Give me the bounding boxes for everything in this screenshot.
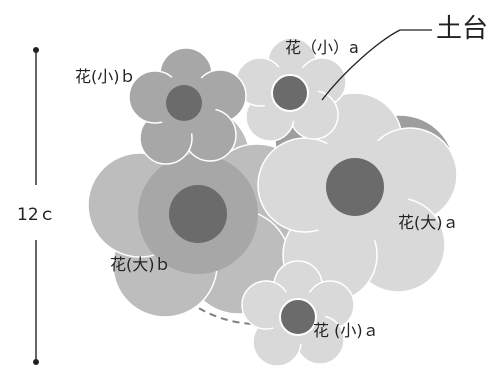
flower-small-a-bottom-center — [279, 298, 317, 336]
flower-small-a-top-center — [271, 74, 309, 112]
flower-small-b — [128, 47, 247, 165]
size-indicator — [33, 47, 39, 365]
flower-large-a — [257, 92, 458, 303]
size-label: 12ｃ — [17, 205, 56, 225]
flower-small-b-center — [166, 85, 202, 121]
label-large-b: 花(大)ｂ — [110, 255, 171, 274]
flower-small-a-bottom — [241, 260, 355, 367]
flower-large-b-center — [169, 185, 227, 243]
label-small-a-bottom: 花 (小)ａ — [313, 321, 379, 340]
flower-small-a-top — [235, 37, 347, 142]
label-large-a: 花(大)ａ — [398, 213, 459, 232]
label-small-b: 花(小)ｂ — [75, 67, 136, 86]
flower-large-a-center — [326, 158, 384, 216]
label-small-a-top: 花（小）a — [285, 38, 359, 57]
label-base: 土台 — [436, 14, 488, 44]
base-leader-line — [321, 29, 432, 101]
